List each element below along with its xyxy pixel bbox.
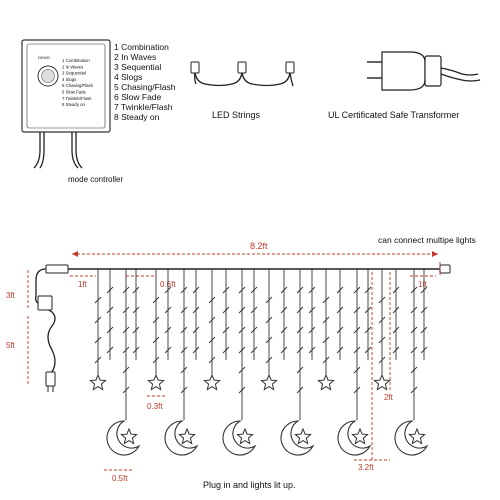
controller-tiny-label: 1 Combination: [62, 58, 90, 63]
controller-tiny-label: 6 Slow Fade: [62, 90, 86, 95]
moon-icon: [106, 420, 141, 456]
input-plug-icon: [45, 264, 69, 274]
star-icon: [408, 427, 426, 445]
star-icon: [294, 427, 312, 445]
controller-tiny-label: 4 Slogs: [62, 77, 76, 82]
led-strings-illustration: [190, 61, 295, 87]
star-icon: [260, 373, 278, 391]
controller-tiny-label: 5 Chasing/Flash: [62, 83, 94, 88]
star-icon: [120, 427, 138, 445]
controller-tiny-label: 3 Sequential: [62, 71, 86, 76]
left-lead-label: 1ft: [78, 280, 88, 289]
moon-icon: [394, 420, 429, 456]
transformer-icon: [367, 51, 481, 91]
mode-item: 7 Twinkle/Flash: [114, 102, 173, 112]
moon-icon: [164, 420, 199, 456]
connect-label: can connect multipe lights: [378, 235, 476, 245]
mode-item: 3 Sequential: [114, 62, 161, 72]
cable-top-label: 3ft: [6, 291, 16, 300]
star-icon: [373, 373, 391, 391]
mode-item: 1 Combination: [114, 42, 169, 52]
star-icon: [147, 373, 165, 391]
power-cable: [34, 268, 56, 392]
inline-controller-icon: [37, 295, 53, 311]
light-strands: [89, 269, 429, 456]
footer-caption: Plug in and lights lit up.: [203, 480, 296, 490]
mode-item: 8 Steady on: [114, 112, 160, 122]
controller-tiny-label: 8 Steady on: [62, 102, 86, 107]
controller-tiny-label: 7 Twinkle/Flash: [62, 96, 92, 101]
output-plug-icon: [439, 264, 451, 274]
moon-icon: [222, 420, 257, 456]
strand-short-label: 2ft: [384, 393, 394, 402]
mode-item: 6 Slow Fade: [114, 92, 162, 102]
led-strings-label: LED Strings: [212, 110, 261, 120]
cable-bottom-label: 5ft: [6, 341, 16, 350]
strand-long-label: 3.2ft: [358, 463, 374, 472]
controller-caption: mode controller: [68, 175, 123, 184]
mode-item: 5 Chasing/Flash: [114, 82, 176, 92]
mode-item: 2 In Waves: [114, 52, 156, 62]
mode-item: 4 Slogs: [114, 72, 142, 82]
end-plug-icon: [45, 371, 56, 387]
svg-text:DEMO: DEMO: [38, 55, 50, 60]
star-icon: [203, 373, 221, 391]
star-icon: [351, 427, 369, 445]
controller-tiny-label: 2 In Waves: [62, 64, 83, 69]
star-icon: [178, 427, 196, 445]
star-icon: [236, 427, 254, 445]
moon-width-label: 0.5ft: [112, 474, 128, 483]
moon-icon: [337, 420, 372, 456]
right-lead-label: 1ft: [418, 280, 428, 289]
total-width-label: 8.2ft: [250, 241, 268, 251]
star-icon: [317, 373, 335, 391]
star-icon: [89, 373, 107, 391]
transformer-label: UL Certificated Safe Transformer: [328, 110, 459, 120]
mode-list: 1 Combination 2 In Waves 3 Sequential 4 …: [114, 42, 176, 122]
moon-icon: [280, 420, 315, 456]
total-width-dimension: [72, 251, 438, 257]
star-width-label: 0.3ft: [147, 402, 163, 411]
